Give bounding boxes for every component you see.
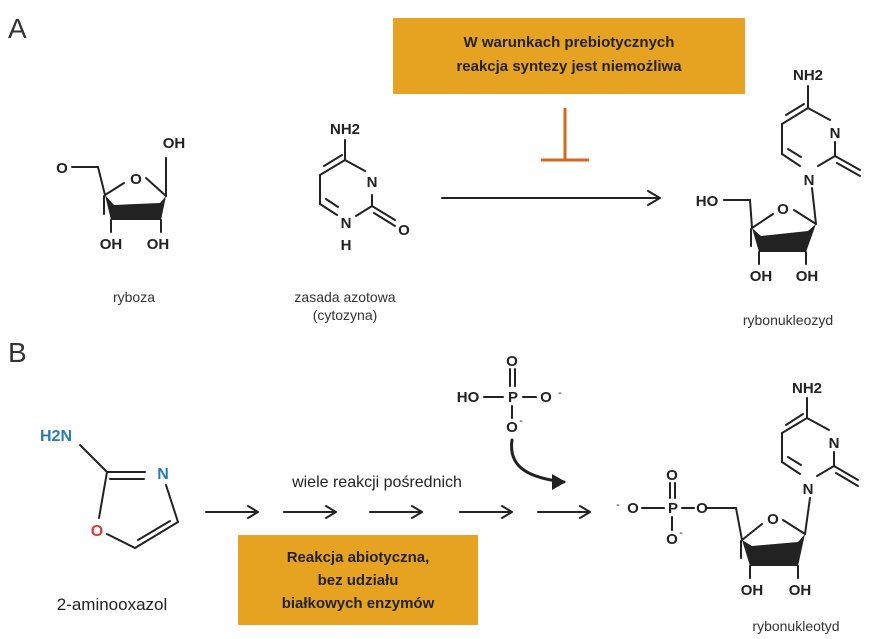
abiotic-box-line2: bez udziału xyxy=(318,572,399,589)
nucleotide-o-left: O xyxy=(627,500,639,517)
intermediates-label: wiele reakcji pośrednich xyxy=(291,474,462,491)
nucleoside-n1: N xyxy=(804,172,815,189)
ribose-oh-top: OH xyxy=(163,135,186,152)
cytosine-structure xyxy=(319,139,396,227)
nucleotide-oh-left: OH xyxy=(741,582,764,599)
phosphate-ho: HO xyxy=(457,389,480,406)
nucleotide-n3: N xyxy=(829,435,840,452)
phosphate-o-right: O xyxy=(540,389,552,406)
ribose-caption: ryboza xyxy=(113,289,155,305)
phosphate-charge-bottom: - xyxy=(519,415,523,427)
cytosine-o: O xyxy=(398,222,410,239)
cytosine-h: H xyxy=(341,237,352,254)
base-caption-line2: (cytozyna) xyxy=(313,307,378,323)
nucleotide-ring-o: O xyxy=(767,511,779,528)
phosphate-o-top: O xyxy=(506,353,518,370)
nucleoside-ho: HO xyxy=(696,193,719,210)
ribose-oh-right: OH xyxy=(147,236,170,253)
phosphate-o-bottom: O xyxy=(506,419,518,436)
nucleotide-caption: rybonukleotyd xyxy=(752,618,839,634)
panel-a-letter: A xyxy=(8,13,27,44)
aminooxazole-h2n: H2N xyxy=(40,428,72,445)
phosphate-curved-arrow xyxy=(510,438,566,490)
phosphate-p: P xyxy=(508,389,518,406)
nucleoside-n3: N xyxy=(830,125,841,142)
nucleotide-n1: N xyxy=(803,481,814,498)
reaction-arrow-a xyxy=(441,190,661,206)
impossible-box-line2: reakcja syntezy jest niemożliwa xyxy=(456,58,682,75)
nucleoside-ring-o: O xyxy=(777,201,789,218)
ribonucleotide-structure xyxy=(641,397,859,579)
abiotic-box-line1: Reakcja abiotyczna, xyxy=(287,549,430,566)
nucleotide-o-link: O xyxy=(696,500,708,517)
ribose-structure xyxy=(71,157,167,233)
aminooxazole-structure xyxy=(79,444,179,549)
cytosine-n1: N xyxy=(341,215,352,232)
abiotic-reaction-box xyxy=(238,535,478,625)
nucleotide-oh-right: OH xyxy=(789,582,812,599)
nucleoside-caption: rybonukleozyd xyxy=(743,312,833,328)
phosphate-structure xyxy=(483,368,537,419)
cytosine-nh2: NH2 xyxy=(330,121,360,138)
nucleotide-charge-bottom: - xyxy=(679,527,683,539)
panel-b-letter: B xyxy=(8,337,27,368)
nucleotide-nh2: NH2 xyxy=(792,380,822,397)
ribose-o-left: O xyxy=(56,160,68,177)
ribonucleoside-structure xyxy=(723,85,861,265)
ribose-ring-o: O xyxy=(130,171,142,188)
nucleotide-p: P xyxy=(668,500,678,517)
nucleotide-o-bottom: O xyxy=(666,531,678,548)
nucleoside-oh-right: OH xyxy=(796,268,819,285)
phosphate-charge-right: - xyxy=(558,387,562,399)
aminooxazole-n: N xyxy=(157,466,169,483)
aminooxazole-caption: 2-aminooxazol xyxy=(57,595,168,614)
nucleoside-nh2: NH2 xyxy=(793,67,823,84)
ribose-oh-left: OH xyxy=(100,236,123,253)
nucleoside-oh-left: OH xyxy=(750,268,773,285)
cytosine-n3: N xyxy=(367,174,378,191)
intermediate-arrows xyxy=(205,505,591,519)
nucleotide-o-top: O xyxy=(666,467,678,484)
base-caption-line1: zasada azotowa xyxy=(294,289,395,305)
impossible-box-line1: W warunkach prebiotycznych xyxy=(464,34,675,51)
nucleotide-charge-left: - xyxy=(616,499,620,511)
aminooxazole-o: O xyxy=(91,523,103,540)
inhibition-symbol xyxy=(541,108,589,162)
abiotic-box-line3: białkowych enzymów xyxy=(282,595,435,612)
impossible-reaction-box xyxy=(393,18,745,94)
